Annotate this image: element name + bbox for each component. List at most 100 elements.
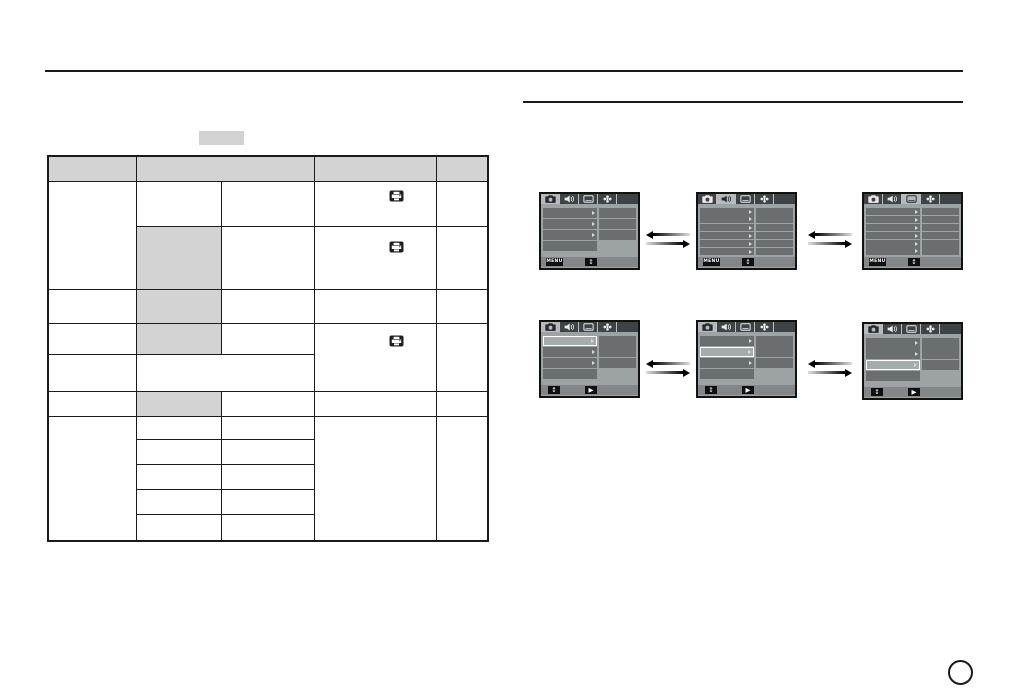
printer-icon <box>389 241 404 253</box>
submenu-arrow-icon <box>592 211 595 215</box>
submenu-arrow-icon <box>915 209 918 214</box>
submenu-bar <box>756 248 793 255</box>
submenu-arrow-icon <box>592 233 595 237</box>
submenu-arrow-icon <box>915 249 918 254</box>
submenu-bar <box>599 336 636 357</box>
screen-footer-bar: ↕▶ <box>698 385 795 395</box>
lcd-screen-display-tab: MENU ↕ <box>862 192 963 270</box>
tab-camera-icon <box>541 194 560 204</box>
submenu-bar <box>922 232 959 239</box>
table-cell <box>220 513 315 542</box>
tab-display-icon <box>579 194 598 204</box>
submenu-arrow-icon <box>915 351 918 356</box>
submenu-bar <box>599 358 636 368</box>
tab-speaker-icon <box>883 324 902 334</box>
menu-item-bar <box>866 240 920 255</box>
table-cell <box>220 463 315 490</box>
tab-display-icon <box>902 324 921 334</box>
menu-item-bar <box>866 216 920 223</box>
screen-footer-bar: MENU↕ <box>541 257 638 267</box>
submenu-bar <box>756 232 793 239</box>
table-header-cell <box>135 155 315 182</box>
submenu-arrow-icon <box>749 233 752 238</box>
right-arrow-icon: ▶ <box>585 386 597 394</box>
table-cell <box>47 390 137 417</box>
table-cell <box>135 438 222 465</box>
tab-speaker-icon <box>717 322 736 332</box>
submenu-arrow-icon <box>915 217 918 222</box>
lcd-screen-menu-row1-selected: ↕▶ <box>539 320 640 398</box>
table-cell <box>435 390 489 417</box>
updown-arrow-icon: ↕ <box>871 388 883 396</box>
lcd-screen-menu-row2-selected: ↕▶ <box>696 320 797 398</box>
menu-item-bar <box>700 347 754 357</box>
table-cell <box>220 415 315 440</box>
table-cell-shaded <box>135 288 222 324</box>
table-cell <box>135 513 222 542</box>
menu-item-bar <box>866 232 920 239</box>
right-arrow-icon <box>808 368 852 377</box>
table-cell <box>47 353 137 392</box>
tab-camera-icon <box>864 194 883 204</box>
page-number-circle <box>948 660 973 685</box>
tab-speaker-icon <box>560 322 579 332</box>
menu-item-bar <box>543 347 597 357</box>
submenu-bar <box>756 358 793 368</box>
menu-item-bar <box>866 338 920 359</box>
table-cell <box>435 415 489 542</box>
submenu-arrow-icon <box>591 339 594 343</box>
submenu-bar <box>756 208 793 223</box>
table-cell <box>135 180 222 227</box>
table-cell <box>220 225 315 290</box>
left-arrow-icon <box>646 230 690 239</box>
updown-arrow-icon: ↕ <box>908 258 920 266</box>
submenu-bar <box>922 208 959 215</box>
right-section-divider <box>523 101 963 103</box>
right-arrow-icon <box>646 239 690 248</box>
submenu-arrow-icon <box>748 350 751 354</box>
tab-display-icon <box>579 322 598 332</box>
submenu-arrow-icon <box>915 225 918 230</box>
table-cell <box>220 488 315 515</box>
table-cell <box>313 180 437 227</box>
submenu-arrow-icon <box>749 217 752 222</box>
table-cell <box>435 180 489 227</box>
screen-tabbar <box>541 322 638 332</box>
screen-tabbar <box>698 194 795 204</box>
menu-item-bar <box>543 336 597 346</box>
screen-tabbar <box>864 324 961 334</box>
menu-item-bar <box>543 358 597 368</box>
screen-tabbar <box>541 194 638 204</box>
tab-speaker-icon <box>883 194 902 204</box>
left-arrow-icon <box>646 359 690 368</box>
submenu-arrow-icon <box>915 241 918 246</box>
menu-button-badge: MENU <box>869 258 886 266</box>
submenu-arrow-icon <box>749 249 752 254</box>
updown-arrow-icon: ↕ <box>548 386 560 394</box>
tab-speaker-icon <box>560 194 579 204</box>
left-arrow-icon <box>808 359 852 368</box>
screen-footer-bar: MENU ↕ <box>864 257 961 267</box>
table-cell <box>313 390 437 417</box>
submenu-bar <box>922 360 959 370</box>
table-cell <box>47 322 137 355</box>
right-arrow-icon: ▶ <box>742 386 754 394</box>
swap-arrows <box>646 230 690 248</box>
submenu-arrow-icon <box>749 241 752 246</box>
table-cell <box>313 415 437 542</box>
submenu-bar <box>922 338 959 359</box>
tab-settings-icon <box>598 194 617 204</box>
table-cell <box>435 225 489 290</box>
updown-arrow-icon: ↕ <box>585 258 597 266</box>
submenu-bar <box>756 240 793 247</box>
top-divider <box>45 70 963 72</box>
tab-camera-icon <box>698 322 717 332</box>
tab-display-icon <box>736 322 755 332</box>
table-header-cell <box>435 155 489 182</box>
tab-settings-icon <box>755 194 774 204</box>
screen-footer-bar: MENU↕ <box>698 257 795 267</box>
swap-arrows <box>646 359 690 377</box>
tab-camera-icon <box>864 324 883 334</box>
table-cell <box>313 288 437 324</box>
table-cell <box>47 415 137 542</box>
